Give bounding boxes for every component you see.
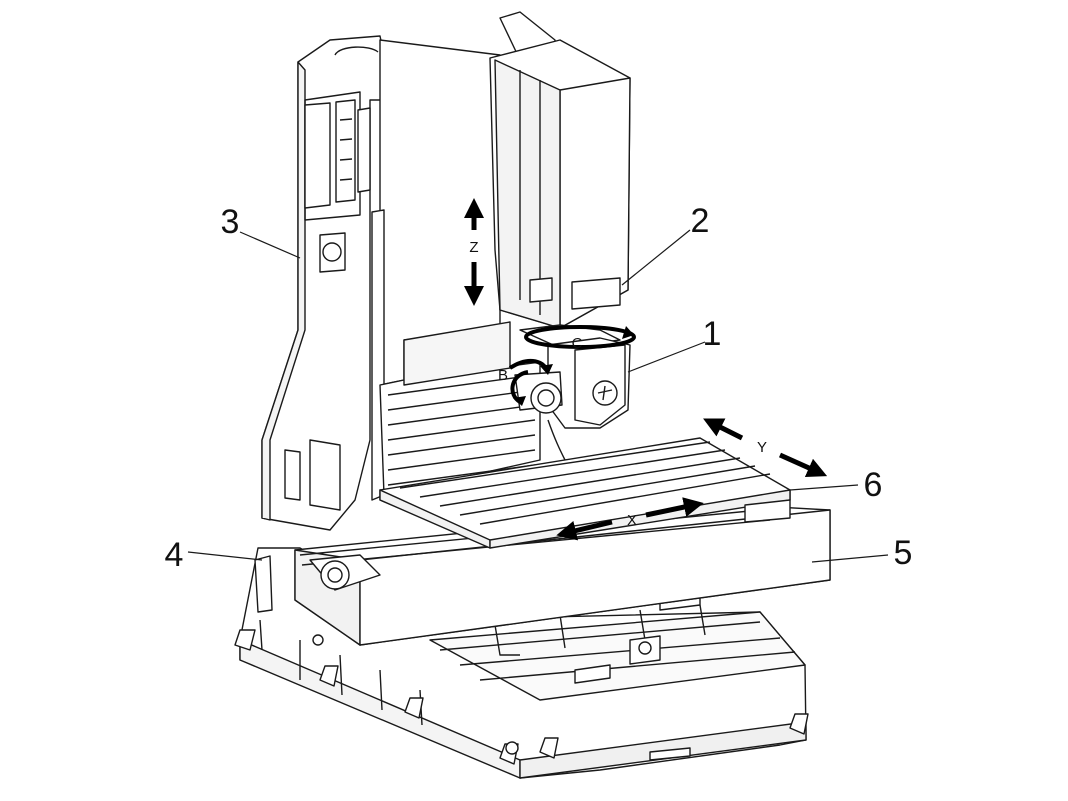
callout-3: 3 <box>221 203 240 241</box>
callout-6: 6 <box>864 466 883 504</box>
callouts: 1 2 3 4 5 6 <box>165 202 913 574</box>
leader-6 <box>789 484 859 491</box>
b-axis-arrow <box>508 358 553 406</box>
leader-1 <box>627 341 706 373</box>
leader-4 <box>187 551 263 561</box>
y-axis-arrow <box>703 418 828 478</box>
c-axis-arrow <box>524 325 636 349</box>
leader-5 <box>811 554 889 563</box>
callout-4: 4 <box>165 536 184 574</box>
x-axis-label: X <box>627 512 637 529</box>
leader-2 <box>621 229 691 286</box>
rotary-head <box>514 337 631 461</box>
saddle-rail <box>254 504 831 646</box>
x-axis-arrow <box>556 497 704 541</box>
leader-3 <box>239 231 301 259</box>
y-axis-label: Y <box>757 439 767 456</box>
z-axis-label: Z <box>469 239 478 256</box>
axis-arrows <box>464 198 828 541</box>
callout-5: 5 <box>894 534 913 572</box>
b-axis-label: B <box>498 367 508 384</box>
leader-lines <box>187 229 889 563</box>
callout-1: 1 <box>703 315 722 353</box>
c-axis-label: C <box>572 335 583 352</box>
spindle-head <box>489 39 631 349</box>
column <box>261 35 386 531</box>
axis-labels: Z Y X C B <box>469 239 767 529</box>
callout-2: 2 <box>691 202 710 240</box>
